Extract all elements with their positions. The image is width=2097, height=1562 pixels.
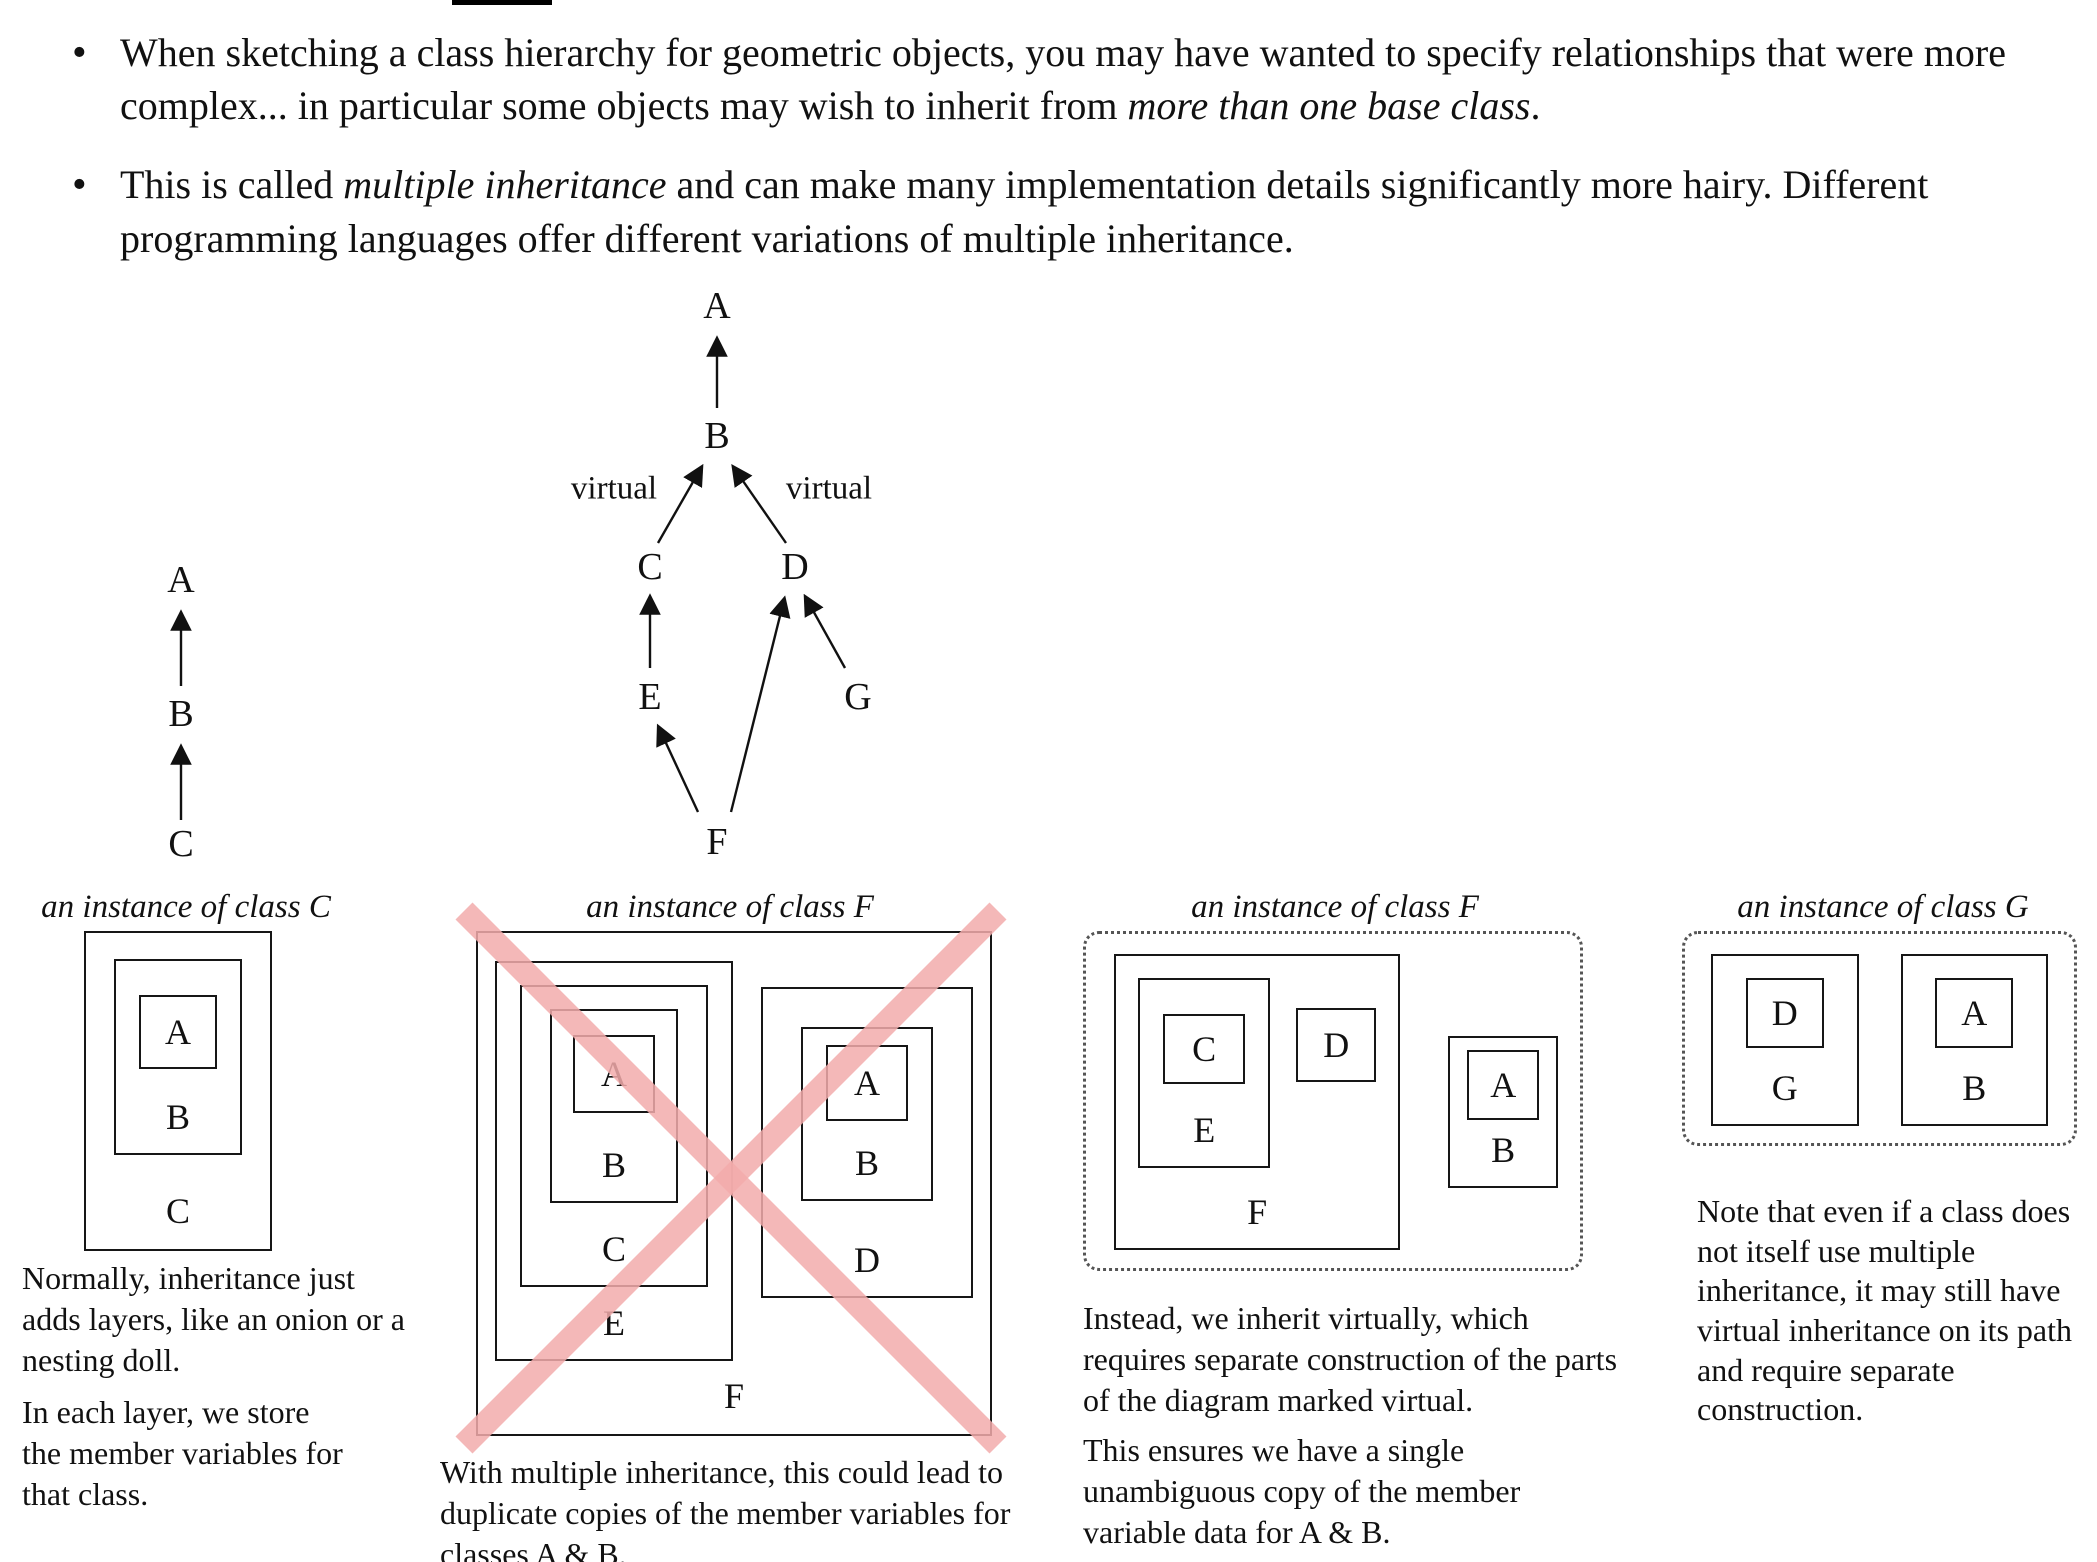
instance-f-good-box-f: C E D F	[1114, 954, 1401, 1250]
instance-f-bad-box-b-left: A B	[550, 1009, 678, 1203]
virtual-label-left: virtual	[570, 470, 658, 507]
instance-f-bad-box-a-left: A	[573, 1035, 655, 1113]
box-label-e: E	[1193, 1110, 1216, 1150]
instance-f-good-box-d: D	[1296, 1008, 1377, 1082]
instance-f-good-dotted-region: C E D F A B	[1083, 931, 1583, 1271]
class-node-c: C	[637, 546, 663, 588]
box-label-b: B	[854, 1143, 879, 1183]
instance-c-box-a: A	[139, 995, 217, 1069]
box-label-a: A	[1490, 1065, 1517, 1105]
instance-f-bad-box-c: A B C	[520, 985, 708, 1287]
bullet-glyph: •	[72, 162, 87, 209]
instance-f-good-f-contents: C E D	[1138, 978, 1377, 1168]
instance-f-bad-box-d: A B D	[761, 987, 973, 1298]
instance-f-good-box-b: A B	[1448, 1036, 1558, 1188]
panel-g-text: Note that even if a class does not itsel…	[1697, 1193, 2072, 1428]
clipped-title-fragment	[452, 0, 552, 5]
class-node-b: B	[704, 415, 730, 457]
class-node-c: C	[168, 823, 194, 865]
bullet-2-post: and can make many implementation details…	[120, 162, 1929, 261]
virtual-label-right: virtual	[785, 470, 873, 507]
box-label-f: F	[723, 1376, 745, 1416]
instance-f-good-box-a: A	[1467, 1050, 1540, 1120]
bullet-1-text: When sketching a class hierarchy for geo…	[120, 26, 2067, 132]
bullet-glyph: •	[72, 30, 87, 76]
box-label-e: E	[603, 1303, 625, 1343]
box-label-f: F	[1247, 1192, 1268, 1232]
box-label-b: B	[165, 1097, 190, 1137]
caption-instance-of-c: an instance of class C	[41, 889, 331, 925]
caption-instance-of-f-bad: an instance of class F	[586, 889, 874, 925]
box-label-b: B	[1962, 1068, 1987, 1108]
instance-g-box-g: D G	[1711, 954, 1859, 1126]
class-node-a: A	[167, 559, 195, 601]
instance-f-bad-box-e: A B C E	[495, 961, 733, 1361]
box-label-b: B	[601, 1145, 626, 1185]
class-node-a: A	[703, 285, 731, 327]
instance-f-good-box-c: C	[1163, 1014, 1246, 1084]
box-label-c: C	[165, 1191, 190, 1231]
instance-c-box-b: A B	[114, 959, 242, 1155]
box-label-d: D	[854, 1240, 880, 1280]
bullet-1-emphasis: more than one base class	[1127, 83, 1531, 129]
box-label-a: A	[854, 1063, 880, 1103]
instance-f-bad-box-b-right: A B	[801, 1027, 933, 1201]
bullet-2-pre: This is called	[120, 162, 344, 208]
instance-f-bad-outer-box: A B C E A B D F	[476, 931, 992, 1436]
instance-c-outer-box: A B C	[84, 931, 272, 1251]
bullet-2-text: This is called multiple inheritance and …	[120, 158, 2067, 264]
class-node-g: G	[844, 676, 872, 718]
box-label-b: B	[1491, 1130, 1516, 1170]
box-label-d: D	[1323, 1025, 1350, 1065]
class-node-b: B	[168, 693, 194, 735]
caption-instance-of-g: an instance of class G	[1737, 889, 2029, 925]
instance-f-good-box-e: C E	[1138, 978, 1271, 1168]
bullet-1: • When sketching a class hierarchy for g…	[72, 26, 2067, 132]
bullet-2-emphasis: multiple inheritance	[343, 162, 667, 208]
box-label-g: G	[1771, 1068, 1798, 1108]
bullet-2: • This is called multiple inheritance an…	[72, 158, 2067, 264]
class-node-f: F	[706, 821, 728, 863]
instance-f-bad-stacks: A B C E A B D	[495, 961, 973, 1361]
panel-c-text-2: In each layer, we store the member varia…	[22, 1394, 343, 1512]
center-diagram-arrows	[639, 335, 847, 813]
bullet-list: • When sketching a class hierarchy for g…	[72, 26, 2067, 291]
instance-g-box-b: A B	[1900, 954, 2048, 1126]
bullet-1-post: .	[1530, 83, 1541, 129]
box-label-c: C	[601, 1229, 626, 1269]
panel-c-text-1: Normally, inheritance just adds layers, …	[22, 1260, 405, 1378]
caption-instance-of-f-good: an instance of class F	[1191, 889, 1479, 925]
box-label-a: A	[601, 1054, 627, 1094]
instance-f-bad-box-a-right: A	[826, 1045, 908, 1121]
box-label-c: C	[1192, 1029, 1217, 1069]
box-label-a: A	[165, 1012, 191, 1052]
class-node-d: D	[781, 546, 809, 588]
panel-f-good-text-1: Instead, we inherit virtually, which req…	[1083, 1300, 1618, 1418]
box-label-a: A	[1961, 993, 1988, 1033]
instance-g-dotted-region: D G A B	[1682, 931, 2077, 1146]
box-label-d: D	[1771, 993, 1798, 1033]
instance-g-box-a: A	[1935, 978, 2014, 1048]
panel-f-bad-text: With multiple inheritance, this could le…	[440, 1454, 1011, 1562]
panel-f-good-text-2: This ensures we have a single unambiguou…	[1083, 1432, 1521, 1550]
instance-g-box-d: D	[1745, 978, 1824, 1048]
class-node-e: E	[638, 676, 662, 718]
bullet-1-pre: When sketching a class hierarchy for geo…	[120, 30, 2006, 129]
